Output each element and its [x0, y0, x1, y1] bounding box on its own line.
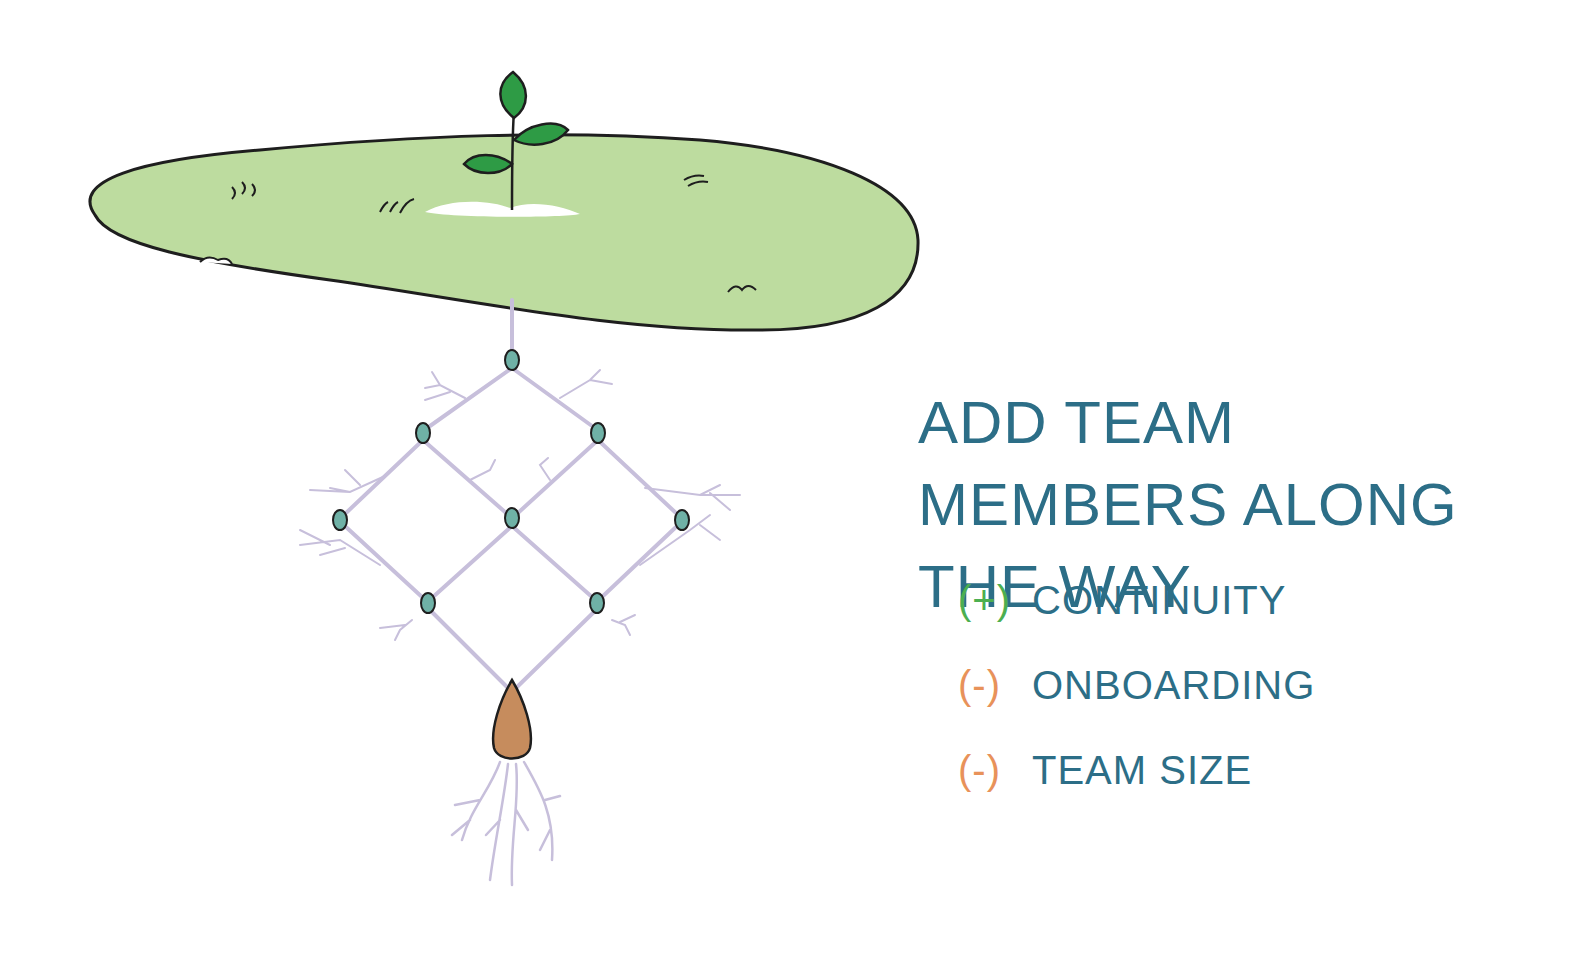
con-sign: (-) — [958, 746, 1001, 794]
seed — [493, 680, 531, 759]
con-item: TEAM SIZE — [1032, 746, 1252, 794]
seed-roots — [452, 762, 560, 885]
pro-sign: (+) — [958, 576, 1011, 624]
pro-item: CONTINUITY — [1032, 576, 1286, 624]
junction-dots — [333, 350, 689, 613]
con-item: ONBOARDING — [1032, 661, 1315, 709]
sprout — [512, 110, 514, 210]
ground-patch — [90, 135, 918, 330]
con-sign: (-) — [958, 661, 1001, 709]
root-lattice — [346, 300, 676, 688]
